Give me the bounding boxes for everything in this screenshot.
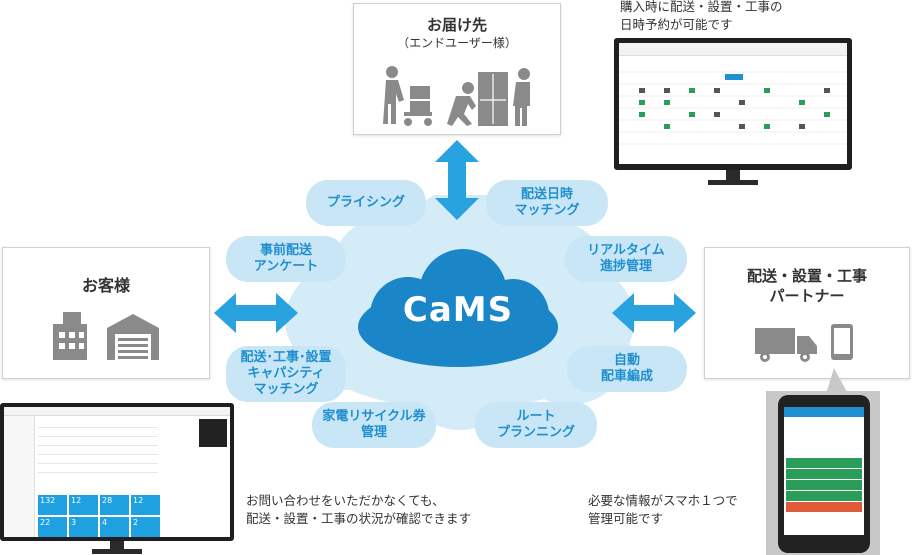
arrow-vertical-end-user bbox=[435, 140, 479, 220]
end-user-subtitle: （エンドユーザー様） bbox=[397, 36, 517, 50]
delivery-workers-icon bbox=[383, 66, 530, 126]
dashboard-tile[interactable]: 3 bbox=[69, 517, 98, 537]
smartphone-screen bbox=[784, 407, 864, 535]
cams-cloud-icon bbox=[358, 249, 558, 367]
truck-phone-icon bbox=[755, 324, 853, 362]
caption-smartphone: 必要な情報がスマホ１つで 管理可能です bbox=[588, 493, 738, 526]
customer-box: お客様 bbox=[2, 247, 210, 379]
dashboard-tile[interactable]: 12 bbox=[69, 495, 98, 515]
feature-pricing: プライシング bbox=[306, 180, 426, 226]
customer-title: お客様 bbox=[81, 276, 130, 295]
dashboard-tile[interactable]: 22 bbox=[38, 517, 67, 537]
caption-reservation: 購入時に配送・設置・工事の 日時予約が可能です bbox=[620, 0, 783, 32]
feature-realtime-progress: リアルタイム 進捗管理 bbox=[565, 236, 687, 282]
feature-capacity-matching: 配送･工事･設置 キャパシティ マッチング bbox=[226, 346, 346, 402]
feature-route-planning: ルート プランニング bbox=[475, 402, 597, 448]
cams-label: CaMS bbox=[402, 290, 514, 330]
caption-status-check: お問い合わせをいただかなくても、 配送・設置・工事の状況が確認できます bbox=[246, 493, 472, 526]
end-user-title: お届け先 bbox=[426, 16, 487, 34]
calendar-grid bbox=[619, 71, 847, 145]
building-warehouse-icon bbox=[53, 312, 159, 360]
arrow-horizontal-partner bbox=[612, 293, 696, 333]
feature-delivery-datetime-matching: 配送日時 マッチング bbox=[486, 180, 608, 226]
partner-box: 配送・設置・工事 パートナー bbox=[704, 247, 910, 379]
feature-recycle-ticket: 家電リサイクル券 管理 bbox=[312, 402, 436, 448]
callout-pointer bbox=[826, 368, 848, 394]
dashboard-tile[interactable]: 132 bbox=[38, 495, 67, 515]
dashboard-tile[interactable]: 12 bbox=[131, 495, 160, 515]
reservation-monitor bbox=[614, 38, 852, 188]
dashboard-screen: 132 12 28 12 22 3 4 2 bbox=[4, 407, 230, 537]
dashboard-tile[interactable]: 4 bbox=[100, 517, 129, 537]
calendar-screen bbox=[619, 43, 847, 164]
dashboard-tile[interactable]: 28 bbox=[100, 495, 129, 515]
feature-auto-dispatch: 自動 配車編成 bbox=[567, 346, 687, 392]
arrow-horizontal-customer bbox=[214, 293, 298, 333]
dashboard-tile[interactable]: 2 bbox=[131, 517, 160, 537]
feature-pre-delivery-survey: 事前配送 アンケート bbox=[226, 236, 346, 282]
partner-title: 配送・設置・工事 パートナー bbox=[746, 267, 867, 305]
smartphone bbox=[778, 395, 870, 553]
dashboard-monitor: 132 12 28 12 22 3 4 2 bbox=[0, 403, 234, 555]
end-user-box: お届け先 （エンドユーザー様） bbox=[353, 3, 561, 135]
